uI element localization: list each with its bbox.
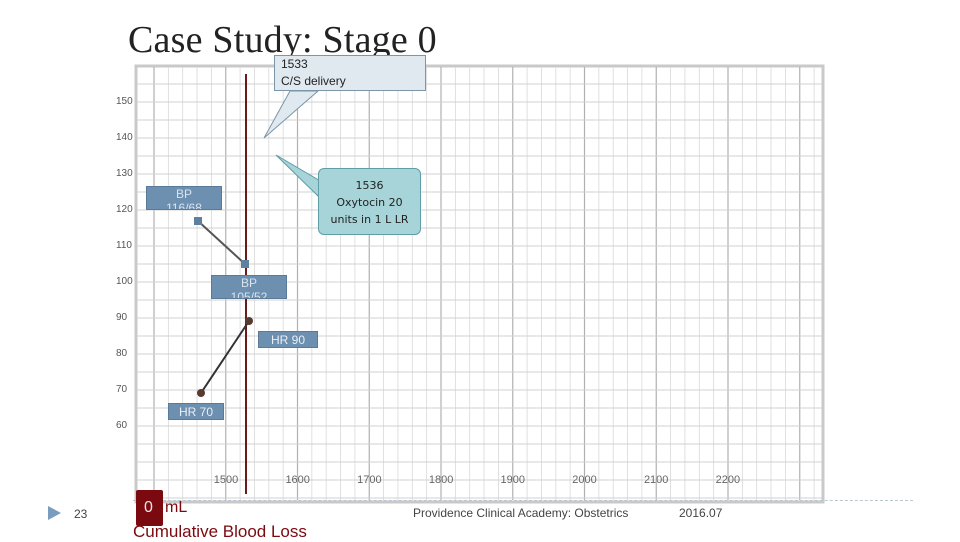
bp-label-1: BP 116/68 <box>146 186 222 210</box>
blood-loss-value: 0 <box>144 499 153 516</box>
x-tick-label: 2000 <box>572 474 597 486</box>
bp-label-1-line2: 116/68 <box>166 201 202 210</box>
bp-point-2 <box>241 260 249 268</box>
oxytocin-callout-line2: units in 1 L LR <box>330 213 409 226</box>
blood-loss-unit: mL <box>165 499 188 516</box>
bp-label-1-line1: BP <box>175 187 192 201</box>
y-tick-label: 140 <box>116 132 133 143</box>
footer-date: 2016.07 <box>679 506 723 520</box>
bp-point-1 <box>194 217 202 225</box>
x-tick-label: 2100 <box>643 474 669 486</box>
x-tick-label: 1500 <box>213 474 239 486</box>
delivery-callout-text: C/S delivery <box>281 74 346 88</box>
y-tick-label: 130 <box>116 168 133 179</box>
y-tick-label: 110 <box>116 240 132 251</box>
bp-label-2-line1: BP <box>240 276 257 290</box>
blood-loss-indicator-bar <box>136 490 163 526</box>
y-tick-label: 70 <box>116 384 128 395</box>
hr-label-2: HR 90 <box>258 331 318 348</box>
delivery-callout: 1533 C/S delivery <box>274 55 426 91</box>
blood-loss-label: Cumulative Blood Loss <box>133 522 307 541</box>
hr-point-1 <box>197 389 205 397</box>
x-tick-label: 1600 <box>285 474 310 486</box>
y-tick-label: 150 <box>116 96 133 107</box>
x-tick-label: 1700 <box>357 474 382 486</box>
x-tick-label: 1800 <box>428 474 454 486</box>
bp-label-2: BP 105/52 <box>211 275 287 299</box>
oxytocin-callout-time: 1536 <box>355 179 384 192</box>
y-tick-label: 100 <box>116 276 133 287</box>
footer-organization: Providence Clinical Academy: Obstetrics <box>413 506 629 520</box>
bp-label-2-line2: 105/52 <box>230 290 268 299</box>
x-tick-label: 2200 <box>715 474 741 486</box>
y-tick-label: 90 <box>116 312 128 323</box>
page-number: 23 <box>74 507 88 521</box>
delivery-callout-time: 1533 <box>281 57 308 71</box>
hr-trend-line <box>200 320 250 394</box>
y-tick-label: 80 <box>116 348 128 359</box>
oxytocin-callout-line1: Oxytocin 20 <box>336 196 403 209</box>
x-tick-label: 1900 <box>500 474 526 486</box>
delivery-callout-tail <box>263 90 320 139</box>
y-tick-label: 60 <box>116 420 128 431</box>
slide-bullet-arrow-icon <box>48 506 61 520</box>
oxytocin-callout: 1536 Oxytocin 20 units in 1 L LR <box>318 168 421 235</box>
bp-trend-line <box>197 220 246 265</box>
slide-title: Case Study: Stage 0 <box>128 19 437 61</box>
footer-divider <box>133 500 913 501</box>
hr-point-2 <box>245 317 253 325</box>
hr-label-1: HR 70 <box>168 403 224 420</box>
y-tick-label: 120 <box>116 204 133 215</box>
